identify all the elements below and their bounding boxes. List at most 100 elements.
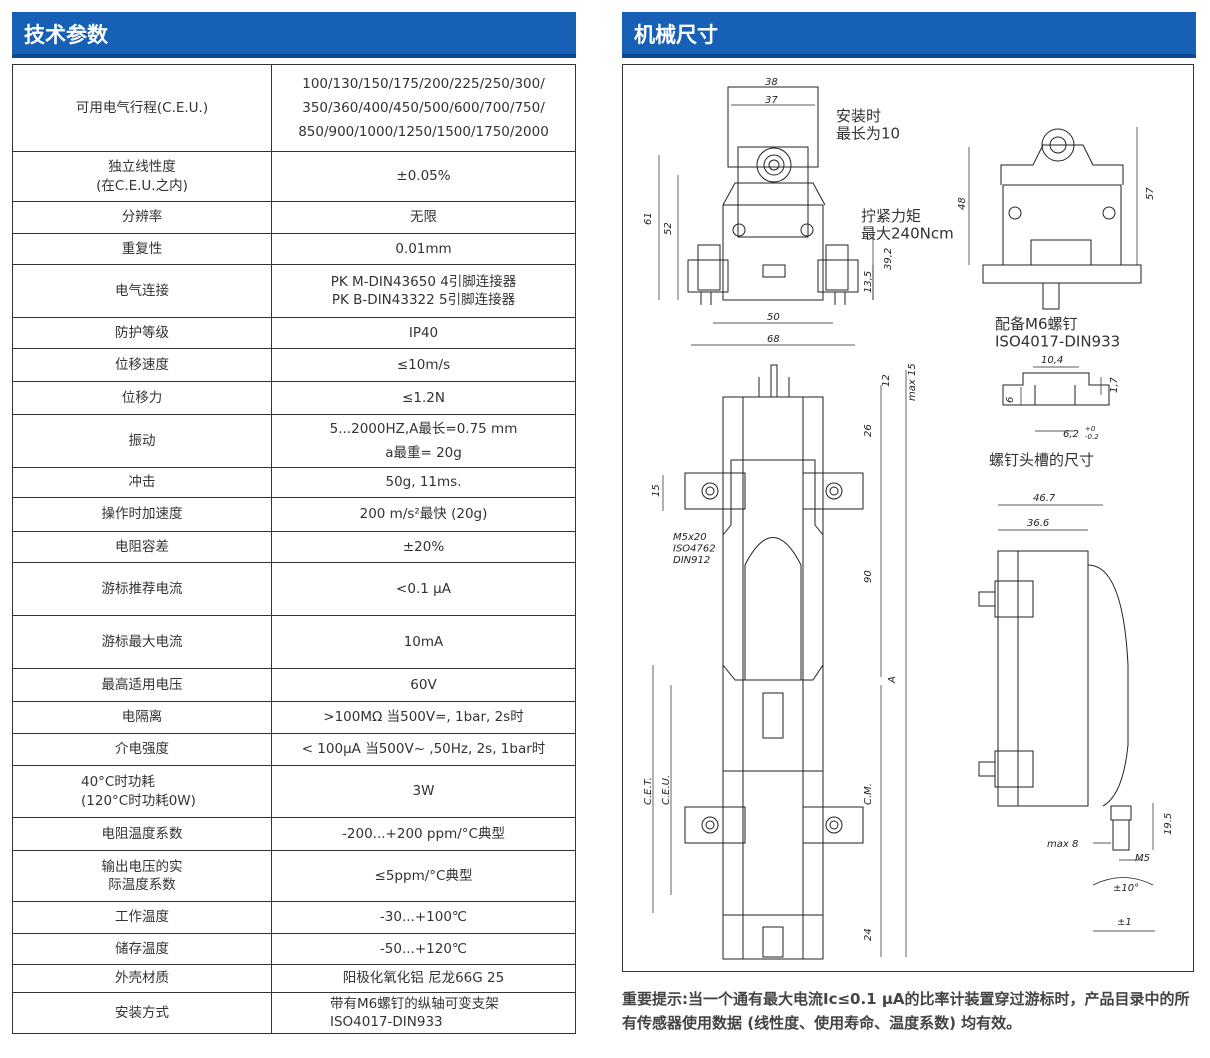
spec-value: 60V — [271, 668, 576, 702]
spec-key: 冲击 — [12, 467, 272, 498]
dim-38: 38 — [765, 77, 778, 88]
spec-value: -200...+200 ppm/°C典型 — [271, 817, 576, 851]
table-row: 位移速度 ≤10m/s — [12, 348, 576, 382]
spec-value: IP40 — [271, 317, 576, 349]
spec-key: 分辨率 — [12, 201, 272, 234]
spec-value: 0.01mm — [271, 233, 576, 265]
spec-value: >100MΩ 当500V=, 1bar, 2s时 — [271, 701, 576, 734]
spec-key: 外壳材质 — [12, 964, 272, 993]
dim-1-7: 1,7 — [1109, 376, 1120, 393]
slot-dimensions — [1020, 366, 1102, 432]
spec-value: PK M-DIN43650 4引脚连接器 PK B-DIN43322 5引脚连接… — [271, 264, 576, 318]
table-row: 操作时加速度 200 m/s²最快 (20g) — [12, 497, 576, 532]
label-cm: C.M. — [863, 783, 874, 805]
dim-max-15: max 15 — [907, 363, 918, 401]
specs-section-header: 技术参数 — [12, 12, 576, 58]
torque-note: 拧紧力矩最大240Ncm — [861, 207, 954, 242]
spec-key: 防护等级 — [12, 317, 272, 349]
install-note: 安装时最长为10 — [836, 107, 900, 142]
table-row: 介电强度 < 100µA 当500V~ ,50Hz, 2s, 1bar时 — [12, 733, 576, 766]
table-row: 电气连接 PK M-DIN43650 4引脚连接器 PK B-DIN43322 … — [12, 264, 576, 318]
dim-36-6: 36.6 — [1027, 518, 1049, 529]
dim-6-2: 6,2 — [1063, 429, 1079, 440]
table-row: 可用电气行程(C.E.U.) 100/130/150/175/200/225/2… — [12, 64, 576, 152]
dim-46-7: 46.7 — [1033, 493, 1056, 504]
dimensions-section-header: 机械尺寸 — [622, 12, 1196, 58]
table-row: 储存温度 -50...+120℃ — [12, 933, 576, 965]
spec-key: 位移速度 — [12, 348, 272, 382]
table-row: 电阻容差 ±20% — [12, 531, 576, 563]
dim-26: 26 — [863, 424, 874, 437]
spec-key: 电阻温度系数 — [12, 817, 272, 851]
spec-value: ≤5ppm/°C典型 — [271, 850, 576, 902]
spec-key: 电阻容差 — [12, 531, 272, 563]
dim-12: 12 — [881, 374, 892, 387]
lower-side-view — [978, 550, 1132, 851]
dim-24: 24 — [863, 928, 874, 941]
dim-a: A — [887, 676, 898, 684]
table-row: 输出电压的实 际温度系数 ≤5ppm/°C典型 — [12, 850, 576, 902]
spec-value: < 100µA 当500V~ ,50Hz, 2s, 1bar时 — [271, 733, 576, 766]
spec-value: 10mA — [271, 615, 576, 669]
slot-tolerance: +0-0.2 — [1085, 425, 1099, 441]
spec-value: ≤10m/s — [271, 348, 576, 382]
dim-rot-10: ±10° — [1113, 883, 1139, 894]
spec-key: 电隔离 — [12, 701, 272, 734]
spec-key: 位移力 — [12, 381, 272, 415]
long-body-view — [684, 364, 864, 960]
table-row: 重复性 0.01mm — [12, 233, 576, 265]
spec-value: 无限 — [271, 201, 576, 234]
table-row: 40°C时功耗 (120°C时功耗0W) 3W — [12, 765, 576, 818]
spec-key: 可用电气行程(C.E.U.) — [12, 64, 272, 152]
spec-value: 5...2000HZ,A最长=0.75 mm a最重= 20g — [271, 414, 576, 468]
spec-value: 阳极化氧化铝 尼龙66G 25 — [271, 964, 576, 993]
mechanical-drawing: 38 37 61 52 39,2 13,5 50 68 安装时最长为10 拧紧力… — [622, 64, 1194, 972]
spec-key: 游标推荐电流 — [12, 562, 272, 616]
spec-key: 电气连接 — [12, 264, 272, 318]
dim-90: 90 — [863, 570, 874, 583]
spec-key: 介电强度 — [12, 733, 272, 766]
dim-48: 48 — [957, 197, 968, 210]
spec-value: 100/130/150/175/200/225/250/300/ 350/360… — [271, 64, 576, 152]
table-row: 游标推荐电流 <0.1 µA — [12, 562, 576, 616]
table-row: 电阻温度系数 -200...+200 ppm/°C典型 — [12, 817, 576, 851]
spec-key: 操作时加速度 — [12, 497, 272, 532]
table-row: 电隔离 >100MΩ 当500V=, 1bar, 2s时 — [12, 701, 576, 734]
dim-37: 37 — [765, 95, 778, 106]
spec-key: 游标最大电流 — [12, 615, 272, 669]
front-view-dimensions — [658, 86, 874, 346]
dim-6: 6 — [1005, 397, 1016, 403]
spec-value: 50g, 11ms. — [271, 467, 576, 498]
spec-key: 振动 — [12, 414, 272, 468]
dim-61: 61 — [643, 212, 654, 225]
spec-key: 独立线性度 (在C.E.U.之内) — [12, 151, 272, 202]
slot-detail — [1002, 372, 1110, 406]
table-row: 位移力 ≤1.2N — [12, 381, 576, 415]
table-row: 游标最大电流 10mA — [12, 615, 576, 669]
spec-key: 安装方式 — [12, 992, 272, 1034]
dim-52: 52 — [663, 222, 674, 235]
label-cet: C.E.T. — [643, 777, 654, 805]
spec-key: 输出电压的实 际温度系数 — [12, 850, 272, 902]
long-body-dimensions — [652, 370, 907, 957]
spec-table: 可用电气行程(C.E.U.) 100/130/150/175/200/225/2… — [12, 64, 576, 1034]
table-row: 外壳材质 阳极化氧化铝 尼龙66G 25 — [12, 964, 576, 993]
important-notice: 重要提示:当一个通有最大电流Ic≤0.1 µA的比率计装置穿过游标时，产品目录中… — [622, 990, 1190, 1032]
drawing-svg: 38 37 61 52 39,2 13,5 50 68 安装时最长为10 拧紧力… — [643, 77, 1174, 960]
table-row: 分辨率 无限 — [12, 201, 576, 234]
spec-value: ±0.05% — [271, 151, 576, 202]
front-view — [687, 86, 859, 305]
spec-value: 3W — [271, 765, 576, 818]
slot-caption: 螺钉头槽的尺寸 — [989, 451, 1094, 469]
dim-lin-1: ±1 — [1117, 917, 1132, 928]
table-row: 安装方式 带有M6螺钉的纵轴可变支架 ISO4017-DIN933 — [12, 992, 576, 1034]
spec-value: -30...+100℃ — [271, 901, 576, 934]
spec-value: <0.1 µA — [271, 562, 576, 616]
spec-key: 储存温度 — [12, 933, 272, 965]
spec-value: 带有M6螺钉的纵轴可变支架 ISO4017-DIN933 — [271, 992, 576, 1034]
dim-19-5: 19.5 — [1163, 813, 1174, 835]
table-row: 工作温度 -30...+100℃ — [12, 901, 576, 934]
spec-value: 200 m/s²最快 (20g) — [271, 497, 576, 532]
table-row: 最高适用电压 60V — [12, 668, 576, 702]
